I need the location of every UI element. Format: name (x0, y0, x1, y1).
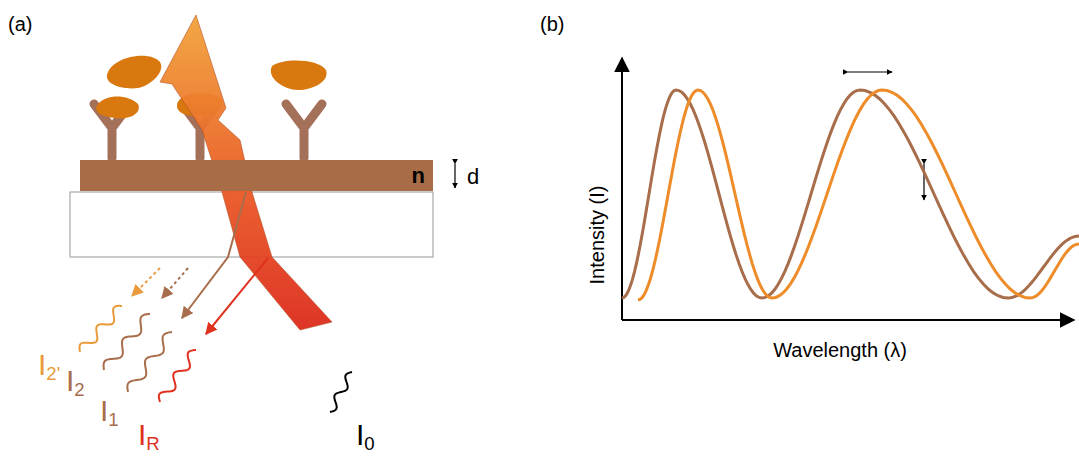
intensity-label: IR (138, 420, 160, 454)
axis-label: Wavelength (λ) (773, 340, 907, 360)
reflected-ray (206, 258, 268, 334)
reflected-ray (132, 268, 160, 296)
reflected-ray (182, 192, 246, 318)
film-layer: n (80, 160, 433, 191)
wave-film (104, 314, 150, 370)
wave-film (127, 332, 172, 392)
reflected-ray (162, 268, 188, 298)
spectrum-before (622, 90, 1079, 298)
intensity-label: I2 (66, 366, 85, 400)
axis-label: Intensity (I) (587, 186, 607, 285)
intensity-label: I2' (38, 350, 60, 384)
spectrum-after (638, 90, 1079, 300)
shift-arrow (848, 71, 892, 72)
wave-incident (330, 372, 352, 412)
wave-shifted (80, 306, 122, 352)
intensity-label: I0 (356, 420, 375, 454)
thickness-arrow (454, 164, 455, 188)
intensity-label: I1 (100, 396, 119, 430)
panel-label: (a) (8, 14, 32, 34)
panel-label: (b) (540, 14, 564, 34)
wave-reflected (159, 350, 196, 402)
thickness-label: d (467, 166, 479, 188)
refractive-index: n (412, 165, 425, 187)
y-axis (621, 58, 623, 320)
x-axis (622, 319, 1074, 321)
